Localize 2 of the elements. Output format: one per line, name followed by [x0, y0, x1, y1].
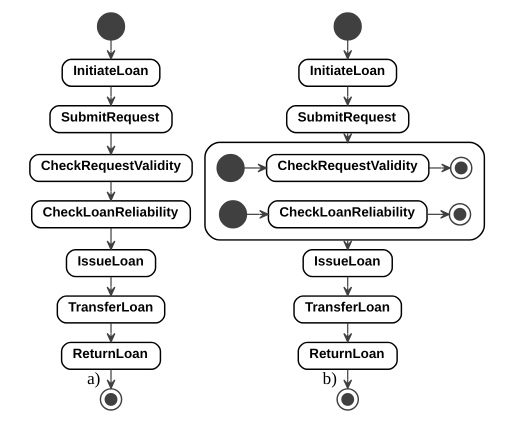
node-label: b): [322, 369, 337, 388]
node-label: a): [87, 369, 100, 388]
